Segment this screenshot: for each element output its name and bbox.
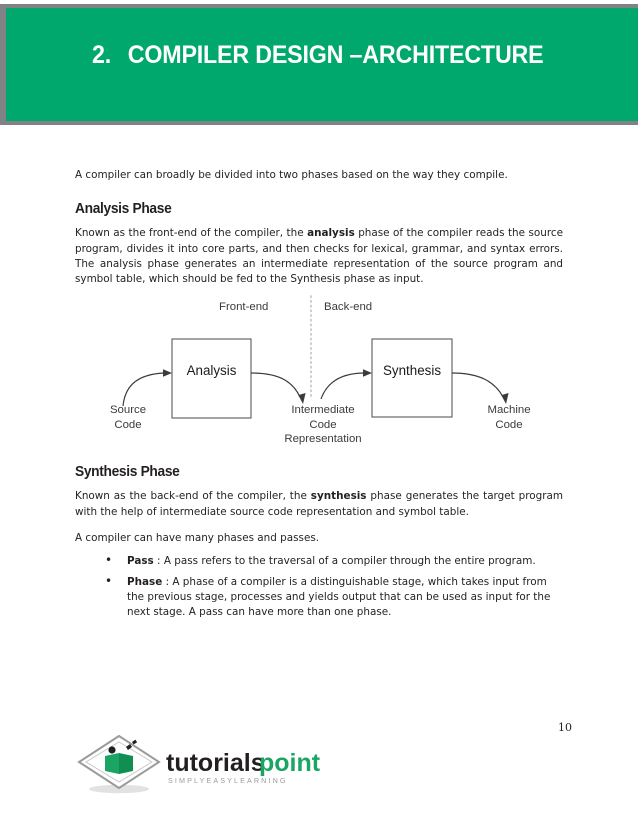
logo-canvas: tutorials point SIMPLYEASYLEARNING (77, 734, 321, 794)
diagram-label-front-end: Front-end (219, 301, 269, 314)
diagram-canvas (122, 295, 509, 420)
diagram-label-machine-code: Machine Code (470, 403, 548, 432)
intermediate-line-2: Code (309, 418, 337, 431)
page-content: A compiler can broadly be divided into t… (75, 168, 563, 626)
synthesis-paragraph-part2: phase generates the target program with … (75, 490, 563, 518)
logo-book-right-icon (119, 753, 133, 774)
list-item: Phase : A phase of a compiler is a disti… (105, 574, 563, 621)
arrow-synthesis-to-machine-icon (451, 372, 504, 398)
source-code-line-1: Source (109, 404, 147, 417)
arrow-analysis-to-intermediate-head-icon (298, 393, 306, 405)
intermediate-line-1: Intermediate (291, 404, 355, 417)
list-item: Pass : A pass refers to the traversal of… (105, 553, 563, 569)
diagram-label-intermediate-code: Intermediate Code Representation (253, 403, 393, 447)
chapter-title-text: COMPILER DESIGN –ARCHITECTURE (127, 41, 544, 69)
logo-tagline: SIMPLYEASYLEARNING (168, 776, 288, 785)
synthesis-paragraph-part1: Known as the back-end of the compiler, t… (75, 490, 311, 503)
bullet-term-pass: Pass (127, 555, 154, 568)
bullet-separator-1: : (162, 575, 173, 588)
phases-and-passes-paragraph: A compiler can have many phases and pass… (75, 532, 320, 545)
heading-analysis-phase: Analysis Phase (75, 201, 172, 218)
arrow-intermediate-to-synthesis-head-icon (363, 369, 372, 378)
logo-wordmark-dark: tutorials (166, 749, 265, 777)
heading-synthesis-phase: Synthesis Phase (75, 464, 180, 481)
analysis-box-shape (171, 338, 252, 420)
logo-book-left-icon (105, 753, 119, 774)
bullet-text-pass: A pass refers to the traversal of a comp… (163, 555, 536, 568)
synthesis-keyword: synthesis (310, 490, 367, 503)
logo-spark-2-icon (132, 739, 138, 745)
arrow-synthesis-to-machine-head-icon (501, 393, 509, 405)
arrow-source-to-analysis-head-icon (163, 369, 172, 378)
diagram-label-synthesis: Synthesis (382, 363, 442, 379)
diagram-label-analysis: Analysis (186, 363, 237, 379)
machine-code-line-1: Machine (487, 404, 531, 417)
analysis-paragraph: Known as the front-end of the compiler, … (75, 226, 563, 287)
logo-wordmark-green: point (259, 749, 321, 777)
compiler-architecture-diagram: Front-end Back-end Analysis Synthesis So… (75, 294, 563, 452)
arrow-analysis-to-intermediate-icon (250, 372, 301, 398)
synthesis-paragraph: Known as the back-end of the compiler, t… (75, 489, 563, 520)
chapter-banner: 2. COMPILER DESIGN –ARCHITECTURE (0, 4, 638, 125)
definitions-list: Pass : A pass refers to the traversal of… (75, 553, 563, 621)
machine-code-line-2: Code (495, 418, 523, 431)
intermediate-line-3: Representation (284, 433, 362, 446)
analysis-paragraph-part2: phase of the compiler reads the source p… (75, 227, 563, 286)
source-code-line-2: Code (114, 418, 142, 431)
analysis-paragraph-part1: Known as the front-end of the compiler, … (75, 227, 308, 240)
bullet-text-phase: A phase of a compiler is a distinguishab… (127, 575, 551, 619)
page-number: 10 (558, 721, 572, 734)
tutorialspoint-logo: tutorials point SIMPLYEASYLEARNING (76, 733, 336, 795)
bullet-term-phase: Phase (127, 575, 163, 588)
chapter-banner-fill: 2. COMPILER DESIGN –ARCHITECTURE (6, 8, 638, 121)
diagram-label-source-code: Source Code (93, 403, 163, 432)
logo-spark-1-icon (126, 744, 132, 750)
bullet-separator-0: : (153, 555, 164, 568)
chapter-number: 2. (92, 41, 112, 69)
intro-paragraph: A compiler can broadly be divided into t… (75, 169, 508, 181)
page-title: 2. COMPILER DESIGN –ARCHITECTURE (92, 41, 544, 70)
arrow-intermediate-to-synthesis-icon (320, 372, 366, 400)
logo-dot-icon (108, 746, 116, 754)
synthesis-box-shape (371, 338, 453, 419)
arrow-source-to-analysis-icon (122, 372, 166, 407)
analysis-keyword: analysis (307, 227, 355, 240)
diagram-label-back-end: Back-end (324, 301, 373, 314)
